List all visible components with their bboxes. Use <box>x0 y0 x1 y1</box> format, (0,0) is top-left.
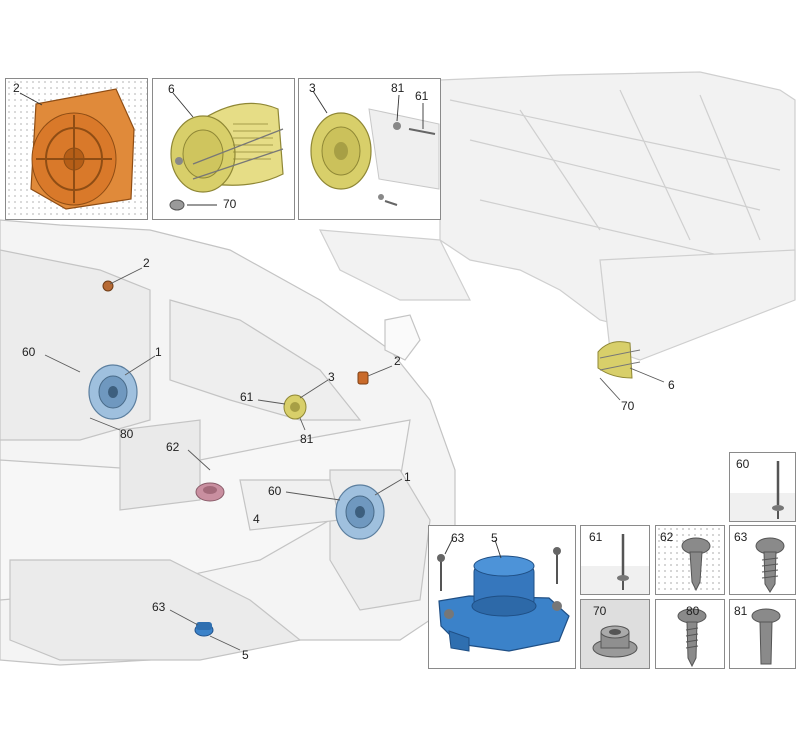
fastener-80-label: 80 <box>686 604 700 618</box>
callout-61-dash: 61 <box>240 390 254 404</box>
callout-5-floor: 5 <box>242 648 249 662</box>
speaker-4-center <box>195 482 225 502</box>
inset-fastener-80: 80 <box>655 599 725 669</box>
callout-60-right: 60 <box>268 484 282 498</box>
speaker-1-right-door <box>335 484 385 540</box>
speaker-6-frame <box>597 341 641 379</box>
inset-gold-3-callout: 3 <box>309 81 316 95</box>
inset-fastener-70: 70 <box>580 599 650 669</box>
inset-gold-81-callout: 81 <box>391 81 405 95</box>
fastener-61-label: 61 <box>589 530 603 544</box>
tweeter-2-apillar <box>357 371 369 385</box>
tweeter-2-cpillar <box>102 280 114 292</box>
callout-60-left: 60 <box>22 345 36 359</box>
callout-4: 4 <box>253 512 260 526</box>
orange-speaker-body <box>30 88 135 210</box>
inset-woofer-5: 63 5 <box>428 525 576 669</box>
fastener-70-label: 70 <box>593 604 607 618</box>
chassis-frame <box>318 71 796 361</box>
inset-gold-speaker-3: 3 81 61 <box>298 78 441 220</box>
inset-woofer-5-callout: 5 <box>491 531 498 545</box>
leader-lines <box>44 267 665 651</box>
callout-63-floor: 63 <box>152 600 166 614</box>
callout-70-frame: 70 <box>621 399 635 413</box>
woofer-5-floor <box>194 622 214 637</box>
callout-6-frame: 6 <box>668 378 675 392</box>
inset-orange-speaker: 2 <box>5 78 148 220</box>
callout-62-center: 62 <box>166 440 180 454</box>
inset-gold-70-callout: 70 <box>223 197 237 211</box>
inset-fastener-63: 63 <box>729 525 796 595</box>
fastener-81-label: 81 <box>734 604 748 618</box>
inset-fastener-62: 62 <box>655 525 725 595</box>
callout-80: 80 <box>120 427 134 441</box>
inset-gold-61-callout: 61 <box>415 89 429 103</box>
fastener-63-label: 63 <box>734 530 748 544</box>
callout-1-right: 1 <box>404 470 411 484</box>
callout-3-dash: 3 <box>328 370 335 384</box>
speaker-1-left-door <box>88 364 138 420</box>
inset-orange-callout: 2 <box>13 81 20 95</box>
callout-1-left: 1 <box>155 345 162 359</box>
speaker-3-dash <box>283 394 307 420</box>
fastener-60-label: 60 <box>736 457 750 471</box>
callout-2-cpillar: 2 <box>143 256 150 270</box>
inset-woofer-63-callout: 63 <box>451 531 465 545</box>
inset-fastener-61: 61 <box>580 525 650 595</box>
inset-fastener-81: 81 <box>729 599 796 669</box>
fastener-62-label: 62 <box>660 530 674 544</box>
callout-81-dash: 81 <box>300 432 314 446</box>
inset-gold-speaker-6: 6 70 <box>152 78 295 220</box>
inset-fastener-60: 60 <box>729 452 796 522</box>
callout-2-apillar: 2 <box>394 354 401 368</box>
inset-gold-6-callout: 6 <box>168 82 175 96</box>
